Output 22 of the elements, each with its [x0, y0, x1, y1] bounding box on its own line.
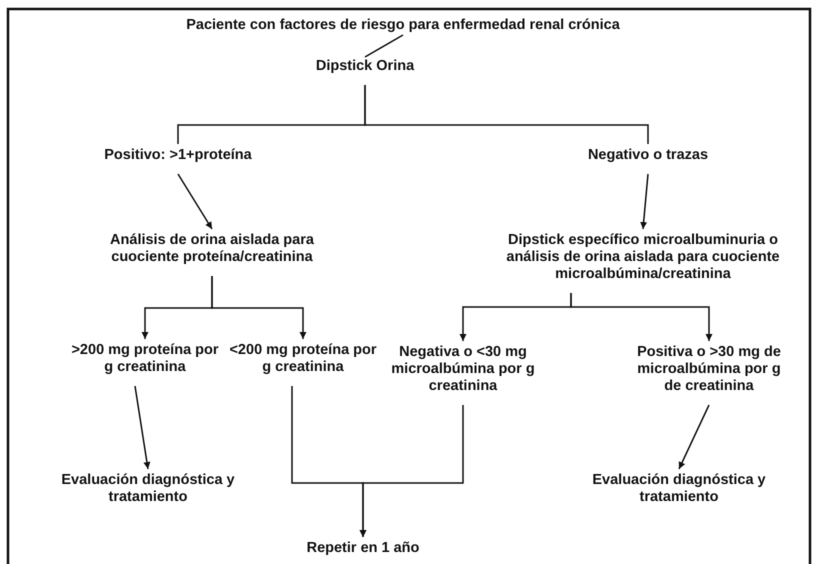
flow-step-text: Positiva o >30 mg de microalbúmina por g de creatinina — [629, 344, 789, 395]
flow-step-text: <200 mg proteína por g creatinina — [228, 342, 378, 376]
flow-step-text: >200 mg proteína por g creatinina — [70, 342, 220, 376]
arrow — [177, 174, 213, 230]
arrow — [678, 404, 710, 470]
arrow — [360, 405, 464, 537]
arrow — [570, 293, 712, 341]
flow-step-text: Dipstick específico microalbuminuria o análisis de orina aislada para cuociente microalbúmina/creatinina — [495, 232, 791, 283]
flow-step-text: Paciente con factores de riesgo para enfermedad renal crónica — [123, 17, 683, 34]
flow-step-text: Repetir en 1 año — [288, 540, 438, 557]
flow-step-text: Negativo o trazas — [563, 147, 733, 164]
flow-step-text: Positivo: >1+proteína — [78, 147, 278, 164]
flow-step-text: Evaluación diagnóstica y tratamiento — [48, 472, 248, 506]
connector-line — [364, 85, 649, 144]
flow-step-text: Dipstick Orina — [290, 58, 440, 75]
flow-step-text: Análisis de orina aislada para cuociente proteína/creatinina — [82, 232, 342, 266]
connector-line — [364, 34, 404, 58]
flow-step-text: Negativa o <30 mg microalbúmina por g creatinina — [388, 344, 538, 395]
flow-step-text: Evaluación diagnóstica y tratamiento — [579, 472, 779, 506]
arrow — [211, 276, 306, 339]
arrow — [134, 386, 150, 470]
arrow — [640, 174, 649, 230]
